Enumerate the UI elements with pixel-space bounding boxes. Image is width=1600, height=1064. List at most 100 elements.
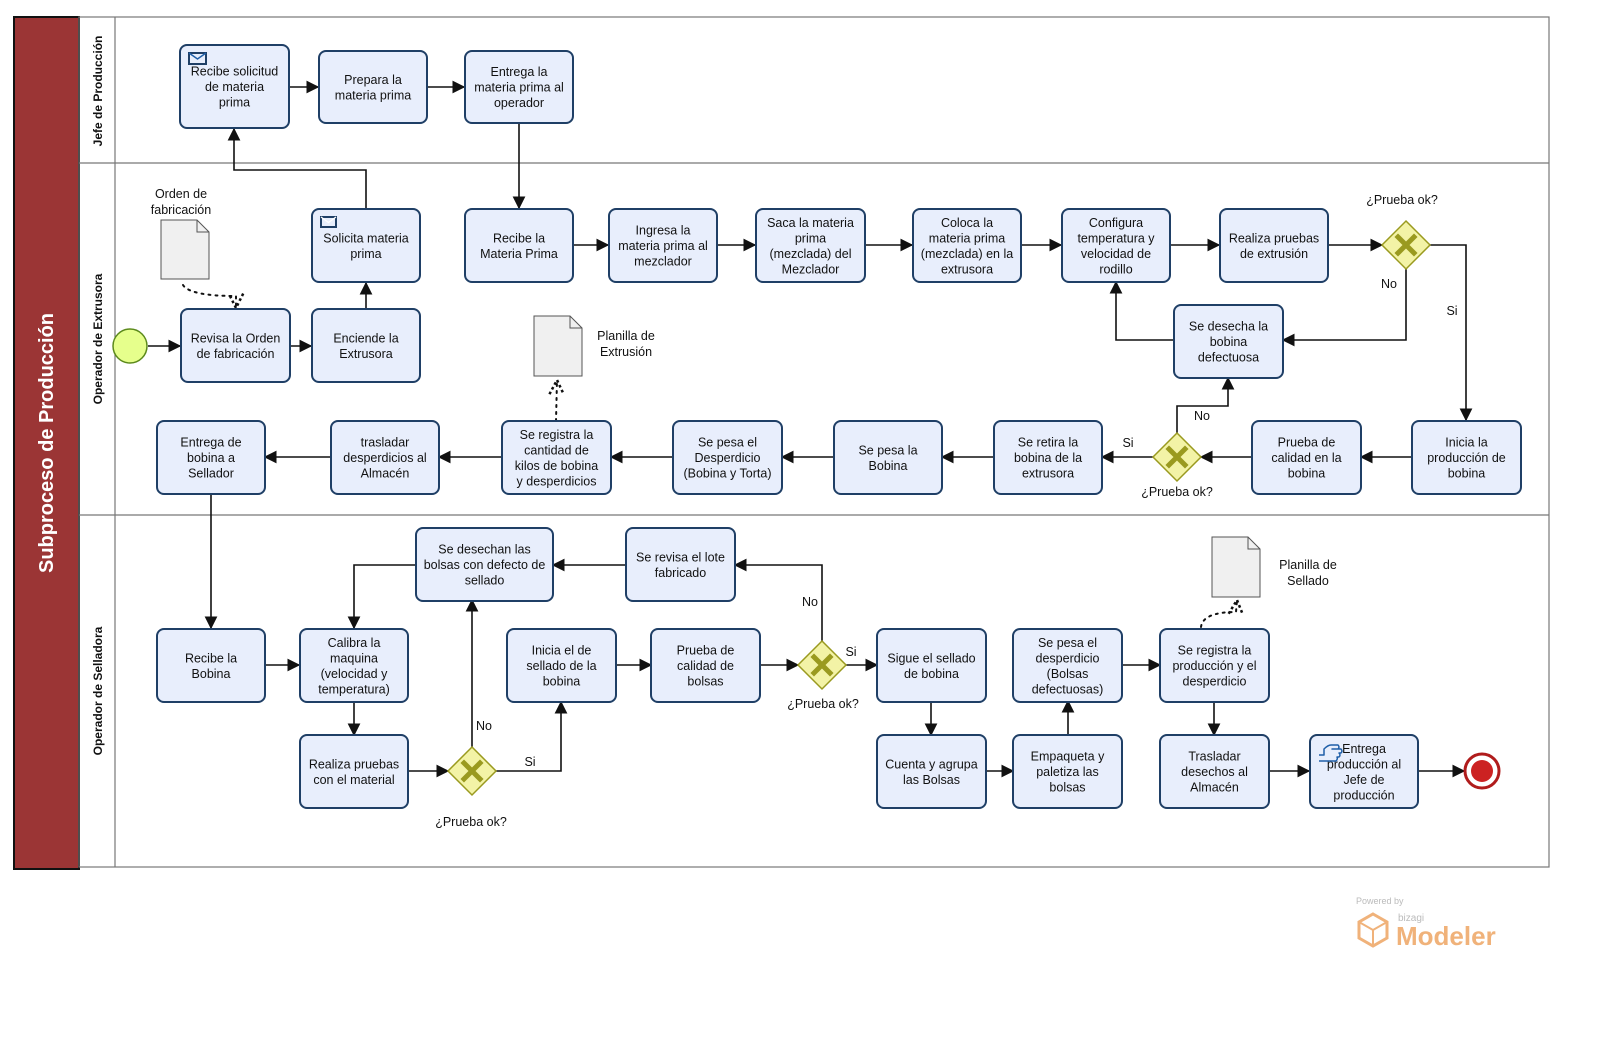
- flow-label-no: No: [476, 719, 492, 733]
- gateway-label: ¿Prueba ok?: [787, 697, 859, 711]
- end-event[interactable]: [1463, 752, 1501, 790]
- association: [556, 380, 557, 422]
- hand-icon: [1319, 744, 1343, 762]
- bizagi-logo-icon: [1357, 912, 1389, 948]
- envelope-filled-icon: [320, 216, 337, 228]
- watermark-brand: bizagi: [1398, 913, 1424, 924]
- association: [1200, 600, 1237, 628]
- pool-body: [78, 16, 1550, 868]
- lane-title-selladora: Operador de Selladora: [91, 626, 105, 755]
- watermark-powered: Powered by: [1356, 896, 1404, 906]
- exclusive-gateway[interactable]: [1151, 431, 1203, 483]
- document-orden-fabricacion: [160, 219, 210, 280]
- document-planilla-sellado: [1211, 536, 1261, 598]
- flow-label-no: No: [1381, 277, 1397, 291]
- exclusive-gateway[interactable]: [796, 639, 848, 691]
- pool-header: [13, 16, 80, 870]
- gateway-label: ¿Prueba ok?: [1141, 485, 1213, 499]
- envelope-icon: [188, 52, 207, 65]
- association: [182, 284, 236, 308]
- document-planilla-extrusion: [533, 315, 583, 377]
- exclusive-gateway[interactable]: [1380, 219, 1432, 271]
- start-event[interactable]: [112, 328, 148, 364]
- lane-title-extrusora: Operador de Extrusora: [91, 273, 105, 404]
- flow-label-si: Si: [1446, 304, 1457, 318]
- exclusive-gateway[interactable]: [446, 745, 498, 797]
- flow-label-si: Si: [1122, 436, 1133, 450]
- pool-title: Subproceso de Producción: [36, 313, 58, 573]
